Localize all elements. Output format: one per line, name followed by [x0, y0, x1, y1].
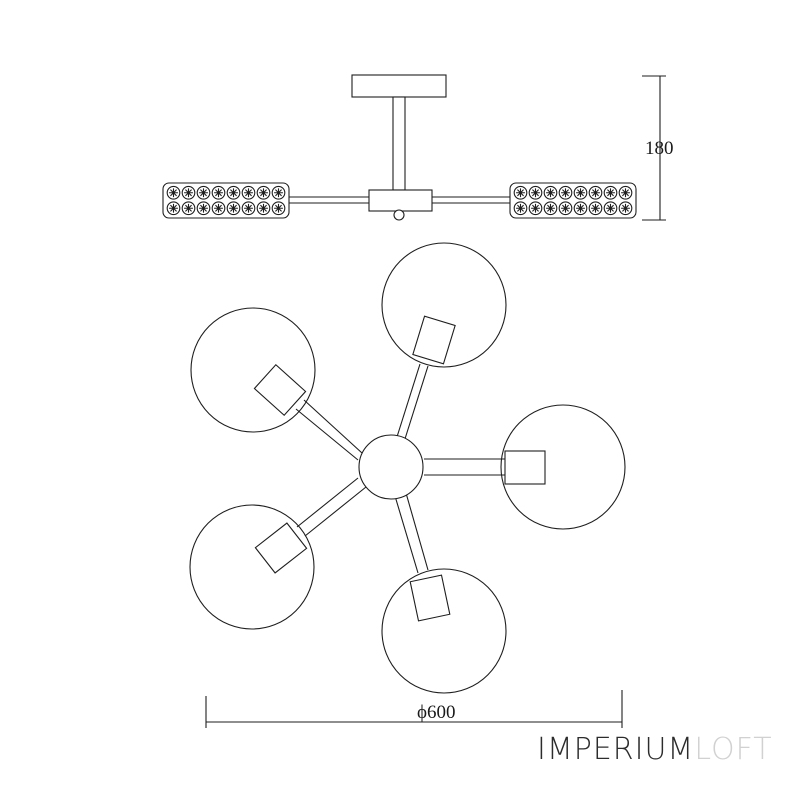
ceiling-canopy: [351, 74, 447, 98]
crystal-bead: [166, 201, 181, 216]
crystal-facet: [259, 188, 268, 198]
crystal-bead: [603, 185, 618, 200]
side-stem: [392, 96, 406, 191]
crystal-facet: [244, 203, 253, 213]
side-hub-knob: [393, 209, 405, 221]
crystal-bead: [181, 201, 196, 216]
crystal-facet: [621, 203, 630, 213]
globe-bottom: [381, 568, 507, 694]
crystal-bead: [226, 201, 241, 216]
crystal-bead: [558, 185, 573, 200]
side-hub-body: [368, 189, 433, 212]
crystal-facet: [561, 203, 570, 213]
crystal-bead: [271, 201, 286, 216]
diameter-dimension: ϕ600: [205, 690, 623, 728]
crystal-bead: [513, 185, 528, 200]
crystal-facet: [516, 188, 525, 198]
crystal-facet: [606, 188, 615, 198]
globe-top: [381, 242, 507, 368]
crystal-facet: [214, 203, 223, 213]
crystal-bead: [166, 185, 181, 200]
crystal-bead: [528, 201, 543, 216]
crystal-facet: [199, 188, 208, 198]
crystal-bead: [588, 201, 603, 216]
crystal-facet: [606, 203, 615, 213]
brand-text-primary: IMPERIUM: [537, 732, 695, 767]
globe-upper-left: [190, 307, 316, 433]
crystal-facet: [546, 188, 555, 198]
crystal-bead: [211, 201, 226, 216]
crystal-bead: [573, 201, 588, 216]
crystal-facet: [576, 188, 585, 198]
socket-lower-left: [254, 522, 308, 574]
crystal-bead: [241, 201, 256, 216]
crystal-bead: [558, 201, 573, 216]
crystal-facet: [274, 188, 283, 198]
arm-bottom: [394, 492, 429, 574]
crystal-bead: [256, 201, 271, 216]
crystal-bead: [618, 185, 633, 200]
height-dimension: 180: [642, 75, 674, 221]
crystal-bead: [543, 185, 558, 200]
crystal-bead: [196, 185, 211, 200]
crystal-bead: [618, 201, 633, 216]
globe-right: [500, 404, 626, 530]
crystal-facet: [516, 203, 525, 213]
crystal-facet: [184, 203, 193, 213]
crystal-facet: [561, 188, 570, 198]
crystal-facet: [229, 188, 238, 198]
crystal-bead: [196, 201, 211, 216]
crystal-facet: [621, 188, 630, 198]
crystal-facet: [576, 203, 585, 213]
shade-right: [509, 182, 637, 219]
height-label: 180: [645, 138, 674, 159]
brand-text-secondary: LOFT: [694, 732, 773, 767]
crystal-facet: [169, 203, 178, 213]
crystal-bead: [573, 185, 588, 200]
crystal-bead: [241, 185, 256, 200]
center-hub: [358, 434, 424, 500]
side-view: [162, 74, 637, 221]
shade-left-pattern: [166, 185, 286, 216]
crystal-facet: [259, 203, 268, 213]
crystal-facet: [591, 188, 600, 198]
globe-lower-left: [189, 504, 315, 630]
crystal-facet: [199, 203, 208, 213]
socket-right: [504, 450, 546, 485]
crystal-bead: [256, 185, 271, 200]
socket-top: [412, 315, 456, 365]
socket-upper-left: [253, 363, 307, 417]
brand-logo: IMPERIUMLOFT: [537, 732, 773, 768]
arm-top: [395, 363, 429, 443]
crystal-facet: [169, 188, 178, 198]
crystal-facet: [546, 203, 555, 213]
crystal-facet: [591, 203, 600, 213]
crystal-bead: [543, 201, 558, 216]
crystal-bead: [603, 201, 618, 216]
arm-right: [424, 458, 505, 476]
crystal-facet: [184, 188, 193, 198]
crystal-bead: [588, 185, 603, 200]
crystal-facet: [531, 203, 540, 213]
crystal-facet: [229, 203, 238, 213]
crystal-facet: [244, 188, 253, 198]
crystal-facet: [274, 203, 283, 213]
arm-upper-left: [295, 399, 363, 461]
diameter-label: ϕ600: [417, 702, 456, 723]
shade-left: [162, 182, 290, 219]
socket-bottom: [409, 574, 451, 622]
crystal-facet: [214, 188, 223, 198]
top-view: [189, 242, 626, 694]
crystal-facet: [531, 188, 540, 198]
crystal-bead: [226, 185, 241, 200]
shade-right-pattern: [513, 185, 633, 216]
crystal-bead: [271, 185, 286, 200]
crystal-bead: [528, 185, 543, 200]
crystal-bead: [513, 201, 528, 216]
crystal-bead: [181, 185, 196, 200]
arm-lower-left: [296, 477, 367, 537]
crystal-bead: [211, 185, 226, 200]
